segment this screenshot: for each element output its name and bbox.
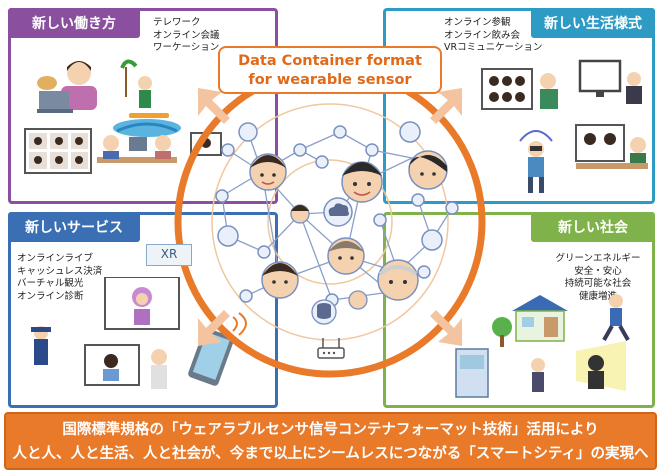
person-icon — [249, 153, 287, 191]
banner-line-1: 国際標準規格の「ウェアラブルセンサ信号コンテナフォーマット技術」活用により — [62, 422, 599, 438]
list-item: 持続可能な社会 — [564, 278, 632, 289]
title-line-2: for wearable sensor — [248, 72, 412, 88]
list-item: VRコミュニケーション — [444, 42, 543, 53]
banner-line-2: 人と人、人と生活、人と社会が、今まで以上にシームレスにつながる「スマートシティ」… — [12, 446, 649, 462]
diagram-title: Data Container format for wearable senso… — [218, 46, 442, 94]
person-icon — [408, 150, 448, 190]
xr-label: XR — [146, 244, 192, 266]
person-icon — [348, 290, 368, 310]
panel-items-society: グリーンエネルギー 安全・安心 持続可能な社会 健康増進 — [546, 253, 650, 303]
list-item: 健康増進 — [578, 290, 617, 302]
panel-heading-work: 新しい働き方 — [8, 8, 140, 38]
panel-items-work: テレワーク オンライン会議 ワーケーション — [153, 17, 220, 55]
list-item: オンラインライブ — [17, 253, 94, 264]
person-icon — [261, 261, 299, 299]
society-illustration — [455, 294, 630, 398]
database-icon — [311, 299, 337, 325]
arrow-top-right-icon — [430, 88, 462, 124]
person-icon — [327, 237, 365, 275]
list-item: グリーンエネルギー — [555, 253, 641, 264]
list-item: バーチャル観光 — [17, 278, 84, 289]
panel-heading-society: 新しい社会 — [531, 212, 655, 242]
list-item: オンライン飲み会 — [444, 29, 521, 41]
panel-heading-lifestyle: 新しい生活様式 — [531, 8, 655, 38]
arrow-bottom-right-icon — [430, 310, 462, 346]
list-item: オンライン会議 — [153, 29, 220, 41]
panel-items-service: オンラインライブ キャッシュレス決済 バーチャル観光 オンライン診断 — [17, 253, 102, 303]
inner-ring — [267, 159, 393, 285]
arrow-top-left-icon — [198, 88, 230, 124]
router-icon — [317, 338, 345, 359]
network-nodes — [215, 121, 459, 307]
person-icon — [290, 204, 310, 224]
panel-heading-service: 新しいサービス — [8, 212, 140, 242]
cloud-icon — [323, 197, 353, 227]
list-item: オンライン診断 — [17, 290, 84, 302]
panel-items-lifestyle: オンライン参観 オンライン飲み会 VRコミュニケーション — [444, 17, 542, 55]
person-icon — [377, 259, 419, 301]
bottom-banner: 国際標準規格の「ウェアラブルセンサ信号コンテナフォーマット技術」活用により 人と… — [4, 412, 657, 470]
person-icon — [341, 161, 383, 203]
middle-ring — [211, 103, 449, 341]
arrow-bottom-left-icon — [198, 310, 230, 346]
panel-new-lifestyle: オンライン参観 オンライン飲み会 VRコミュニケーション 新しい生活様式 — [383, 8, 655, 204]
list-item: ワーケーション — [153, 42, 220, 53]
list-item: テレワーク — [153, 17, 201, 28]
list-item: 安全・安心 — [574, 265, 622, 277]
telework-illustration — [24, 59, 222, 174]
list-item: キャッシュレス決済 — [17, 265, 103, 277]
lifestyle-illustration — [481, 59, 648, 193]
panel-new-service: 新しいサービス オンラインライブ キャッシュレス決済 バーチャル観光 オンライン… — [8, 212, 278, 408]
list-item: オンライン参観 — [444, 17, 511, 28]
title-line-1: Data Container format — [238, 53, 422, 69]
